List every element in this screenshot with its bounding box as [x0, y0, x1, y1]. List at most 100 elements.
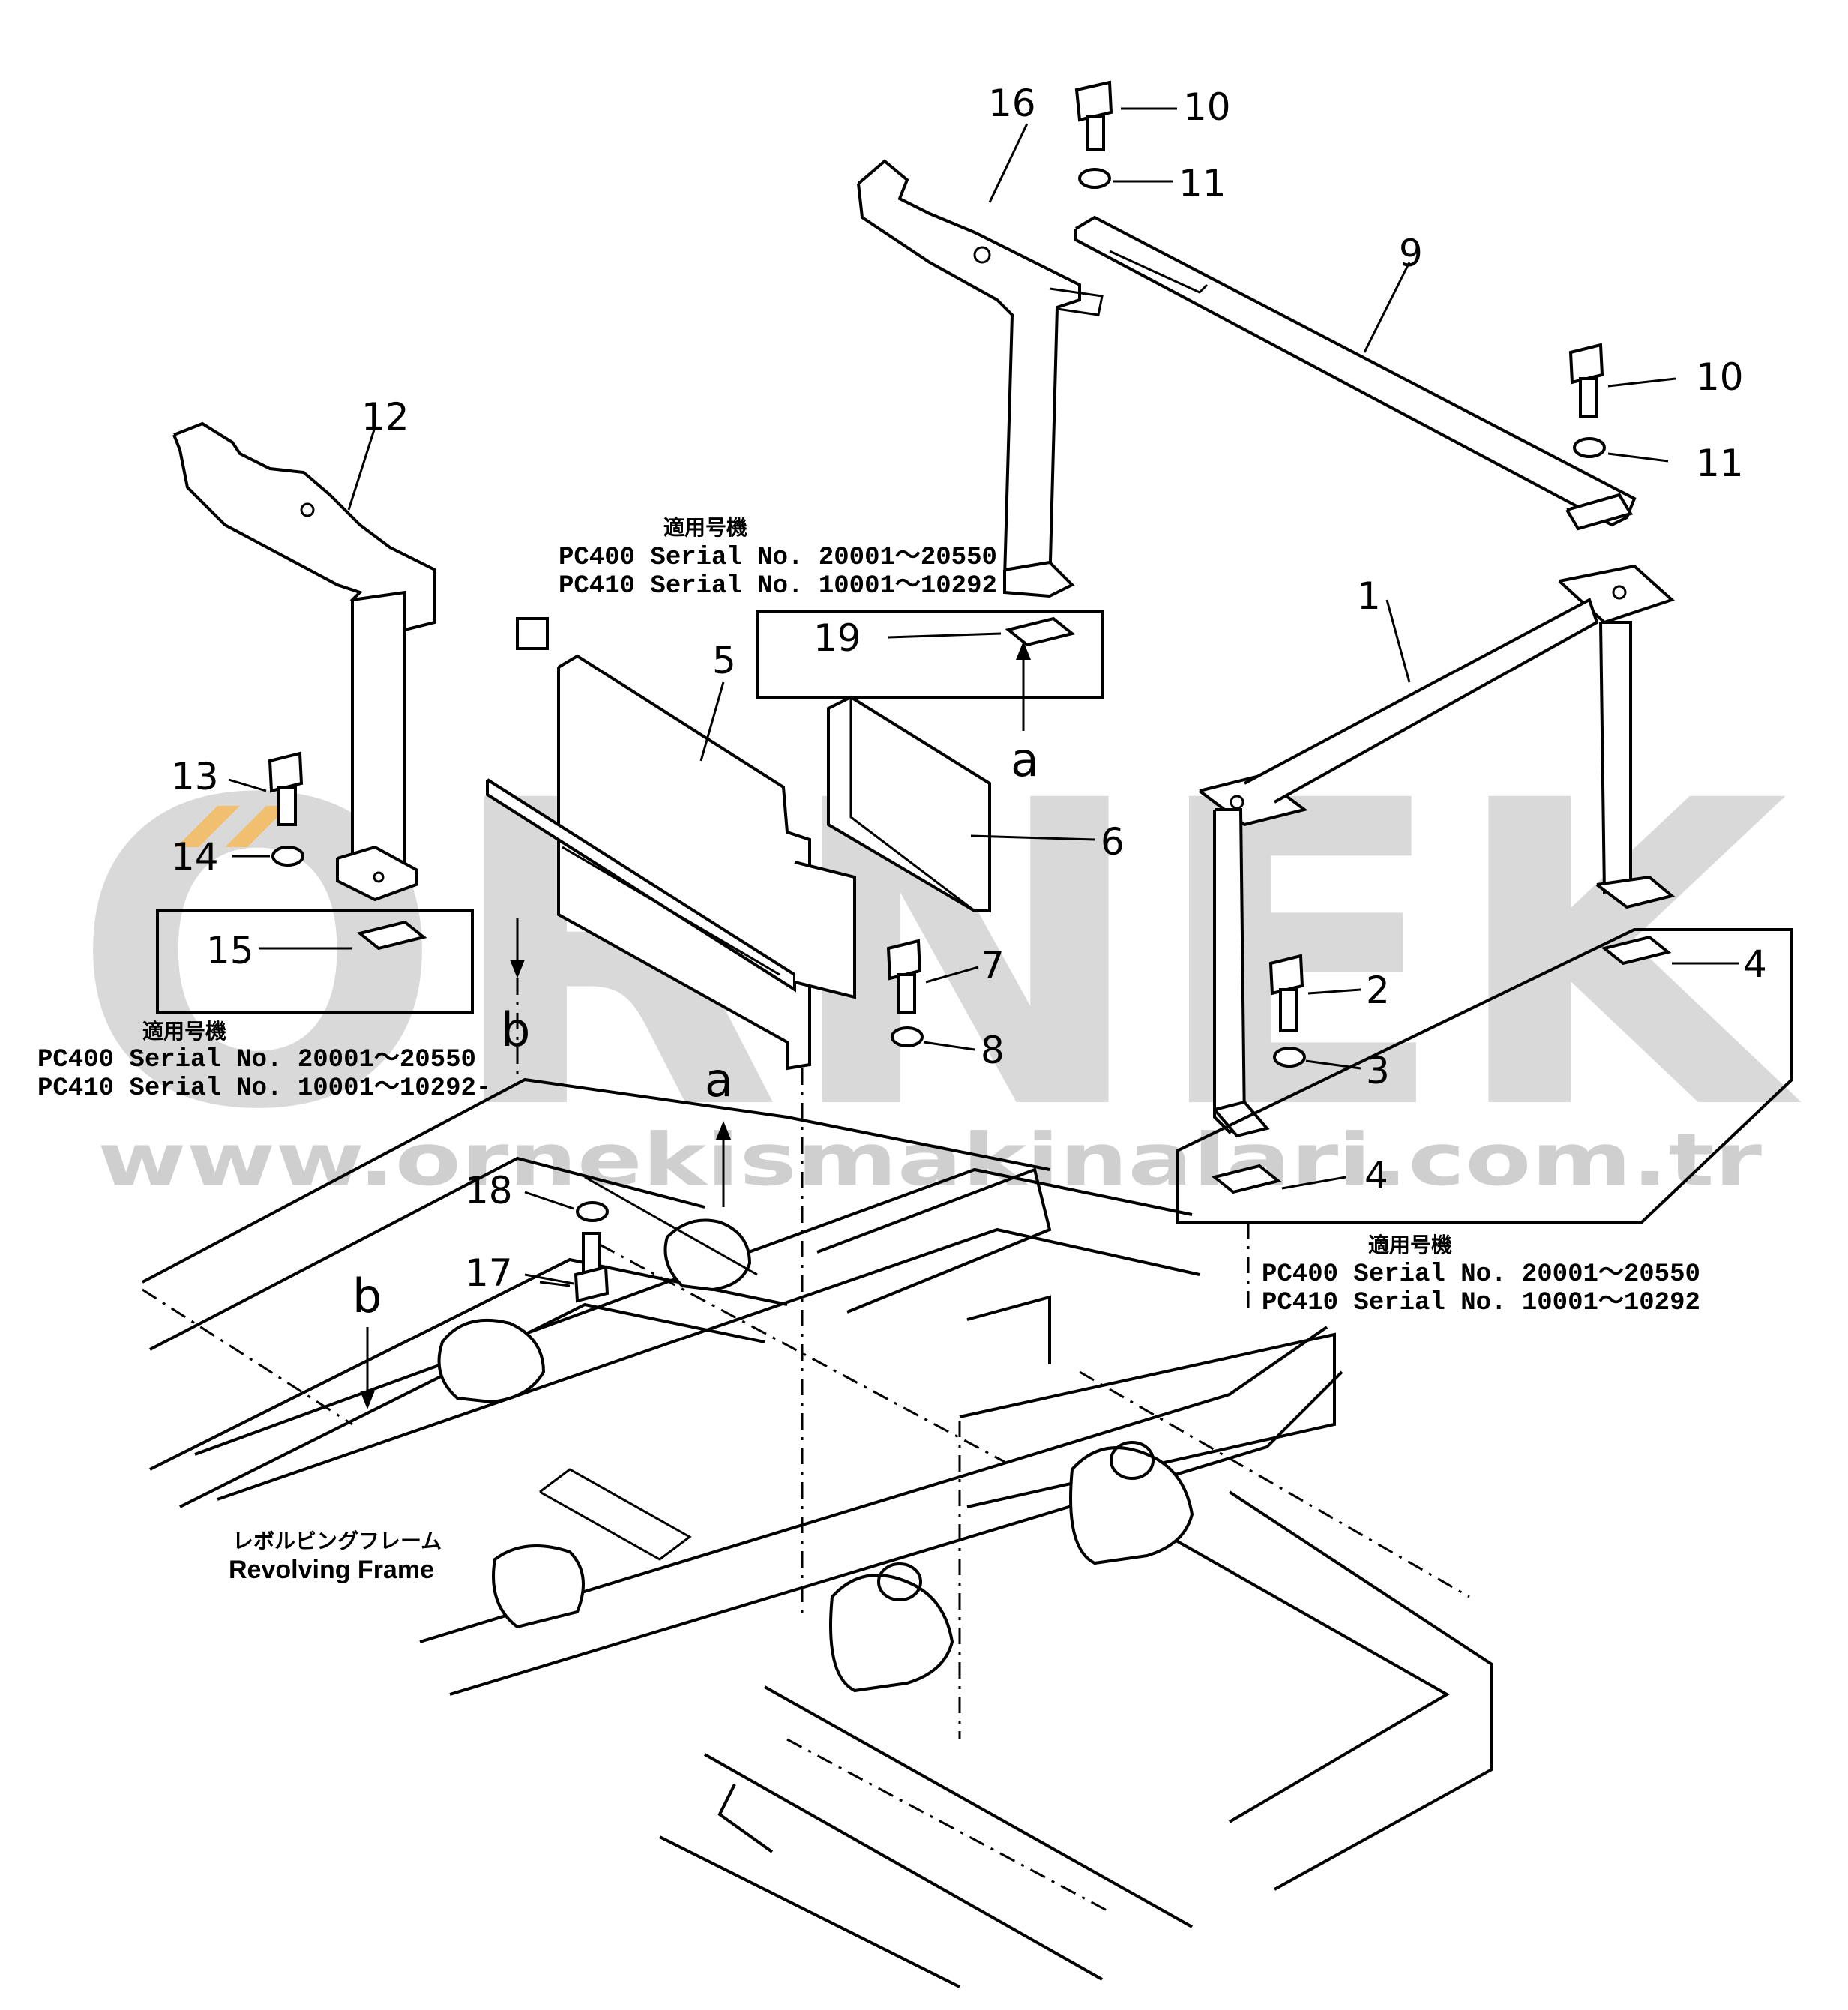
frame-leg-left [1213, 808, 1247, 1134]
watermark-accent-right [225, 806, 289, 847]
frame-edge [659, 1835, 960, 1988]
bolt-shank [897, 973, 916, 1014]
washer [576, 1201, 609, 1222]
part-label-12: 12 [361, 395, 409, 439]
part-label-16: 16 [988, 82, 1036, 125]
part-label-3: 3 [1366, 1049, 1390, 1092]
part-label-17: 17 [465, 1251, 513, 1295]
applicable-machines-label: 適用号機 [142, 1019, 226, 1044]
bracket-tab [1049, 287, 1104, 316]
shim-15 [356, 920, 427, 951]
bolt-shank [1086, 115, 1105, 151]
part-label-11: 11 [1696, 442, 1744, 485]
plate-hole [1230, 795, 1244, 810]
plate-hole [1612, 585, 1627, 600]
frame-label-en: Revolving Frame [229, 1556, 434, 1584]
ref-label-b: b [352, 1269, 382, 1323]
frame-leg-right [1599, 621, 1632, 894]
bar-end-plate [1565, 493, 1634, 531]
frame-beam [1244, 598, 1599, 804]
shim-4a [1601, 935, 1672, 966]
revolving-frame [142, 1077, 1493, 1988]
note-box-center [756, 610, 1104, 699]
bolt-head [574, 1265, 610, 1303]
washer [271, 846, 304, 867]
bracket-body [172, 421, 436, 632]
part-16-bracket [857, 159, 1104, 598]
frame-boss [663, 1218, 752, 1292]
washer [1273, 1047, 1306, 1068]
part-12-bracket [172, 421, 436, 902]
ref-label-a: a [1011, 732, 1039, 787]
frame-boss [437, 1318, 546, 1404]
frame-boss-hole [1110, 1441, 1155, 1480]
serial-pc410: PC410 Serial No. 10001～10292 [559, 572, 997, 601]
part-label-1: 1 [1357, 574, 1381, 618]
bracket-body [857, 159, 1081, 595]
bar-slot [1109, 250, 1209, 294]
part-label-10: 10 [1183, 85, 1231, 129]
serial-pc410: PC410 Serial No. 10001～10292 [1262, 1289, 1700, 1317]
frame-boss [492, 1544, 585, 1629]
part-label-7: 7 [981, 944, 1005, 987]
hidden-line [142, 1288, 353, 1426]
part-label-13: 13 [171, 755, 219, 798]
part-label-15: 15 [206, 929, 254, 972]
reference-letters: a a b b [352, 732, 1039, 1323]
bracket-hole [300, 502, 315, 517]
watermark-url: www.ornekismakinalari.com.tr [97, 1118, 1763, 1202]
hidden-line [599, 1243, 1005, 1463]
washer [891, 1026, 924, 1047]
part-1-frame [1198, 564, 1676, 1138]
frame-side [794, 861, 856, 999]
shim-19 [1005, 616, 1076, 647]
part-label-19: 19 [813, 616, 861, 660]
foot-hole [373, 871, 385, 883]
frame-edge [1228, 1490, 1493, 1891]
bolt-head [1268, 954, 1304, 996]
frame-edge [816, 1167, 1052, 1314]
serial-pc410: PC410 Serial No. 10001～10292- [37, 1074, 491, 1103]
frame-edge [149, 1156, 705, 1351]
bracket-hole [973, 246, 991, 264]
serial-note-right: 適用号機 PC400 Serial No. 20001～20550 PC410 … [1262, 1233, 1700, 1317]
part-label-8: 8 [981, 1029, 1005, 1072]
applicable-machines-label: 適用号機 [1368, 1233, 1452, 1257]
hidden-line [786, 1738, 1110, 1913]
bracket-post [351, 590, 406, 872]
bolt-head [1074, 80, 1113, 122]
part-label-18: 18 [465, 1169, 513, 1212]
serial-pc400: PC400 Serial No. 20001～20550 [559, 544, 997, 572]
frame-edge [142, 1077, 1050, 1284]
part-label-4: 4 [1743, 942, 1767, 986]
bolt-head [1568, 343, 1604, 385]
frame-edge [966, 1295, 1051, 1364]
frame-inner [562, 846, 780, 976]
frame-edge [704, 1753, 1103, 1981]
bracket-foot [1003, 560, 1075, 598]
bar-body [1074, 215, 1637, 527]
part-label-11: 11 [1179, 162, 1227, 205]
ref-label-b: b [501, 1002, 530, 1057]
fasteners [268, 80, 1672, 1303]
hidden-line [1079, 1370, 1470, 1598]
frame-edge [1169, 1535, 1451, 1823]
revolving-frame-label: レボルビングフレーム Revolving Frame [229, 1529, 442, 1584]
part-label-4: 4 [1364, 1154, 1388, 1197]
frame-boss [829, 1574, 954, 1693]
shim-4b [1211, 1164, 1282, 1194]
part-label-6: 6 [1101, 820, 1125, 864]
leader-lines [228, 107, 1739, 1739]
bolt-head [268, 751, 304, 793]
frame-edge [449, 1370, 1343, 1696]
bolt-head [886, 939, 922, 981]
frame-edge [217, 1227, 1200, 1501]
frame-boss [1069, 1446, 1194, 1565]
frame-edge [584, 1176, 758, 1276]
frame-foot [1595, 875, 1676, 909]
part-label-5: 5 [712, 639, 736, 682]
part-9-bar [1074, 215, 1637, 531]
frame-boss-hole [877, 1562, 922, 1601]
